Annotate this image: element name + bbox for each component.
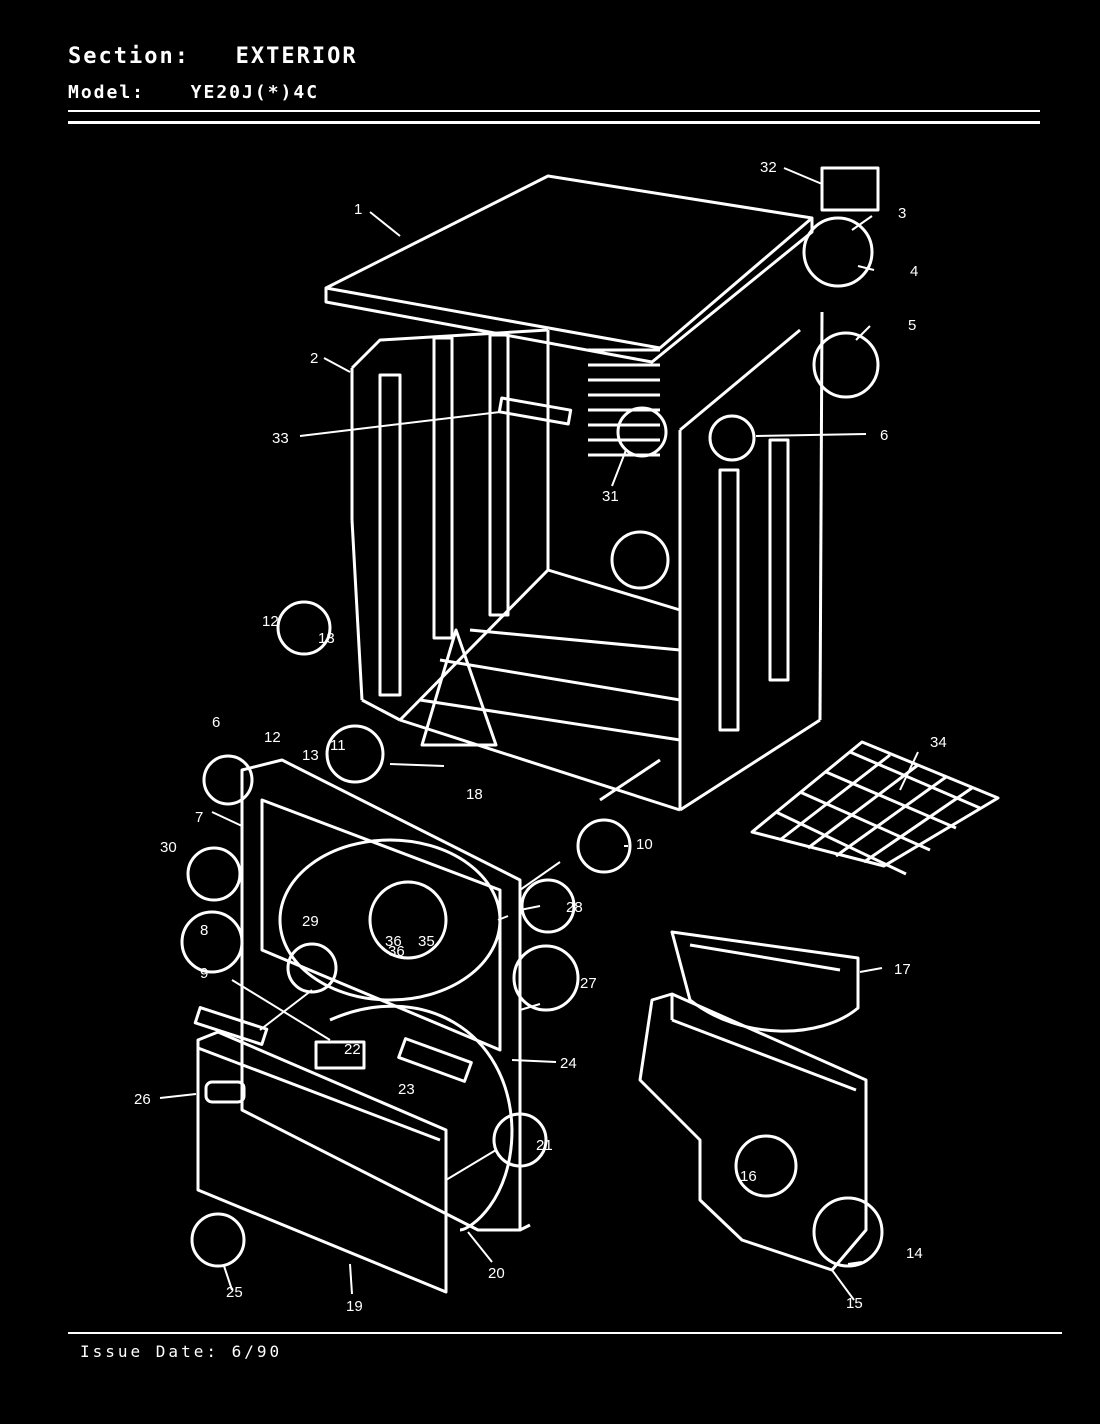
callout-2: 2 [310,350,318,367]
detail-circle-30 [186,846,242,902]
callout-35: 35 [418,933,435,950]
callout-14: 14 [906,1245,923,1262]
callout-7: 7 [195,809,203,826]
detail-circle-21 [492,1112,548,1168]
callout-15: 15 [846,1295,863,1312]
callout-20: 20 [488,1265,505,1282]
model-label: Model: [68,82,146,103]
callout-21: 21 [536,1137,553,1154]
detail-circle-8-9 [180,910,244,974]
callout-18: 18 [466,786,483,803]
section-value: EXTERIOR [235,44,358,69]
door-gasket-part [329,1004,514,1232]
callout-31: 31 [602,488,619,505]
callout-8: 8 [200,922,208,939]
callout-12: 12 [262,613,279,630]
footer-rule [68,1332,1062,1334]
detail-circle-35-36 [368,880,448,960]
callout-11: 11 [330,737,346,754]
section-label: Section: [68,44,190,69]
duct-panel-part [638,992,868,1272]
model-value: YE20J(*)4C [190,82,320,103]
callout-25: 25 [226,1284,243,1301]
header-rule-top [68,110,1040,112]
callout-17: 17 [894,961,911,978]
bracket-33-part [497,396,573,426]
callout-36: 36 [388,943,405,960]
grid-part [750,740,1000,876]
detail-circle-6-lower [202,754,254,806]
callout-36: 36 [385,933,402,950]
callout-9: 9 [200,965,208,982]
callout-6: 6 [212,714,220,731]
bracket-32-part [820,166,880,212]
callout-19: 19 [346,1298,363,1315]
detail-circle-6-upper [708,414,756,462]
callout-12: 12 [264,729,281,746]
callout-3: 3 [898,205,906,222]
callout-13: 13 [302,747,319,764]
detail-circle-28 [520,878,576,934]
handle-26-part [204,1080,246,1104]
detail-circle-11 [325,724,385,784]
detail-circle-29 [286,942,338,994]
callout-6: 6 [880,427,888,444]
detail-circle-10 [576,818,632,874]
cabinet-body-part [350,311,824,812]
door-part [196,1030,448,1294]
callout-28: 28 [566,899,583,916]
detail-circle-14 [812,1196,884,1268]
part-23 [397,1037,473,1083]
callout-29: 29 [302,913,319,930]
model-heading: Model: YE20J(*)4C [68,82,319,103]
callout-27: 27 [580,975,597,992]
callout-33: 33 [272,430,289,447]
lint-filter-part [670,930,860,1033]
callout-23: 23 [398,1081,415,1098]
cabinet-top-part [324,174,814,364]
issue-date-label: Issue Date: [80,1342,219,1361]
detail-circle-12-13-upper [276,600,332,656]
callout-26: 26 [134,1091,151,1108]
section-heading: Section: EXTERIOR [68,44,358,69]
detail-circle-5 [812,331,880,399]
callout-13: 13 [318,630,335,647]
callout-16: 16 [740,1168,757,1185]
issue-date: Issue Date: 6/90 [80,1342,282,1361]
detail-circle-25 [190,1212,246,1268]
callout-24: 24 [560,1055,577,1072]
callout-22: 22 [344,1041,361,1058]
strip-part [193,1006,269,1046]
front-panel-part [240,758,531,1232]
callout-4: 4 [910,263,918,280]
callout-10: 10 [636,836,653,853]
callout-1: 1 [354,201,362,218]
detail-circle-27 [512,944,580,1012]
header-rule-bottom [68,121,1040,124]
callout-32: 32 [760,159,777,176]
detail-circle-16 [734,1134,798,1198]
detail-circle-3-4 [802,216,874,288]
detail-circle-31 [616,406,668,458]
part-22 [314,1040,366,1070]
callout-30: 30 [160,839,177,856]
callout-5: 5 [908,317,916,334]
issue-date-value: 6/90 [231,1342,283,1361]
callout-34: 34 [930,734,947,751]
